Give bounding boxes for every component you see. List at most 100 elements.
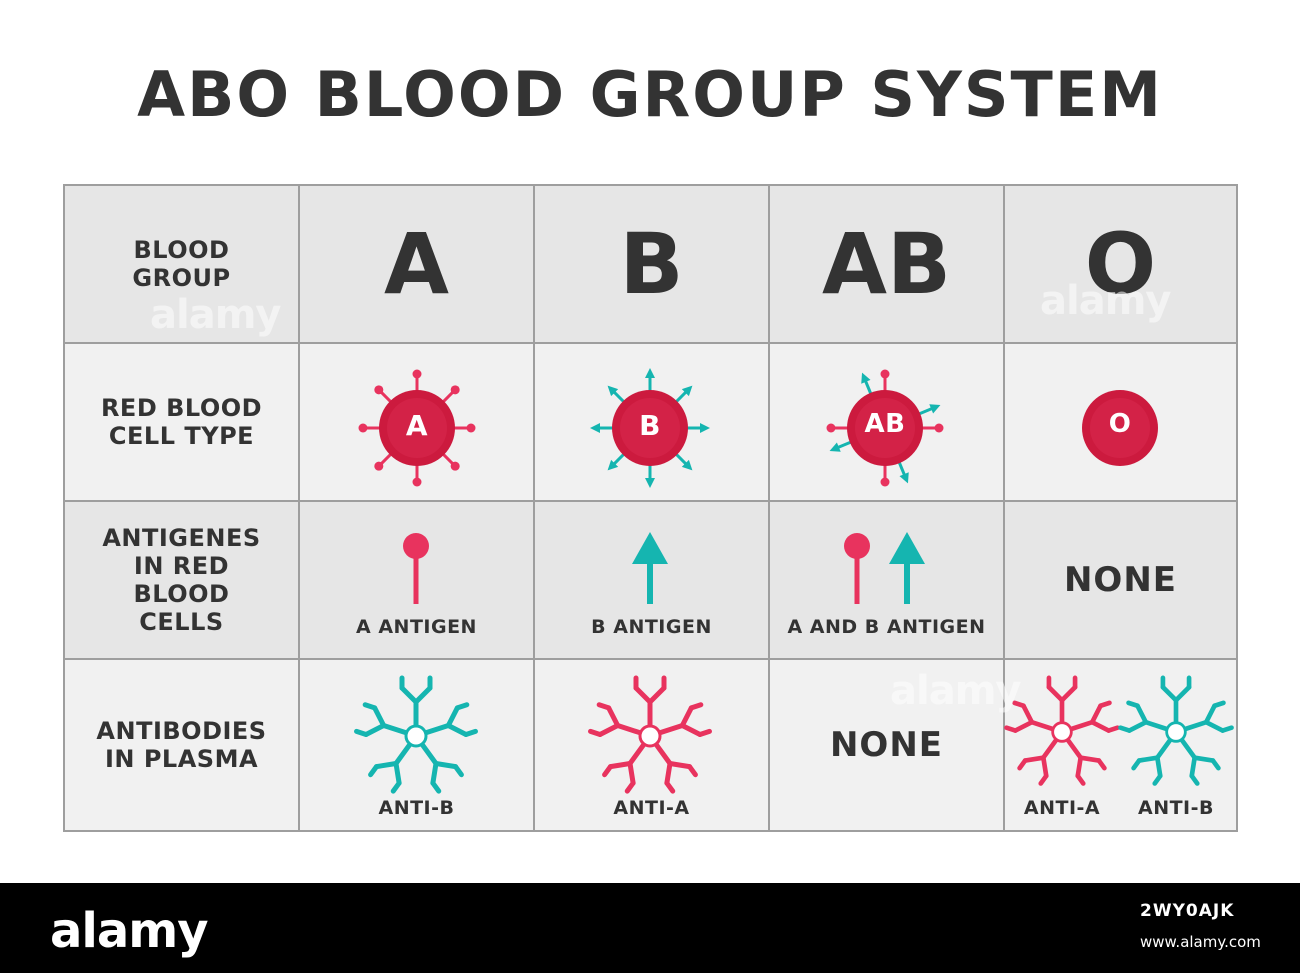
antibody-fork [679, 705, 694, 728]
antibody-arm [423, 722, 451, 736]
a-antigen-knob [450, 385, 460, 395]
watermark-text: alamy [150, 292, 281, 338]
antibody-tip [1017, 758, 1028, 771]
b-antigen-head [700, 423, 710, 433]
antibody-tip [390, 780, 402, 794]
antibody-tip [1038, 773, 1049, 786]
a-antigen-knob [412, 477, 422, 487]
antibody-center [1051, 721, 1073, 743]
antibody-center [404, 724, 428, 748]
antibody-fork [1059, 684, 1078, 703]
cell-center [387, 398, 447, 458]
antibody-tip [1096, 758, 1107, 771]
watermark-text: alamy [1040, 278, 1171, 324]
footer-bar: alamy 2WY0AJK www.alamy.com [0, 883, 1300, 973]
antibody-fork [1135, 703, 1149, 725]
antibody-fork [413, 685, 433, 705]
antibody-fork [633, 685, 653, 705]
table-cell [63, 342, 300, 502]
red-blood-cell-ab-icon [826, 369, 944, 487]
group-heading-ab: AB [821, 215, 952, 313]
group-heading-b: B [619, 215, 684, 313]
antigen-caption-ab: A AND B ANTIGEN [787, 616, 986, 638]
antibody-fork [1022, 755, 1046, 763]
antibody-fork [1173, 684, 1192, 703]
antibody-fork [664, 761, 673, 786]
antibody-fork [597, 722, 621, 737]
antibody-tip [1212, 700, 1226, 709]
antibody-fork [1136, 755, 1160, 763]
antigen-none-o: NONE [1063, 560, 1178, 600]
antibody-arm [615, 722, 643, 736]
antibody-tip [1012, 700, 1026, 709]
table-cell [768, 184, 1005, 344]
antibody-tip [664, 780, 676, 794]
antibody-fork [1089, 719, 1111, 733]
antibody-fork [679, 722, 703, 737]
antibody-fork [445, 722, 469, 737]
a-antigen-icon [844, 533, 870, 604]
red-blood-cell-a-icon [358, 369, 476, 487]
antibody-fork [1021, 703, 1035, 725]
b-antigen-head [645, 368, 655, 378]
antibody-fork [433, 761, 459, 770]
antibody-tip [1004, 725, 1018, 733]
antibody-tip [1098, 700, 1112, 709]
antibody-tip [1118, 725, 1132, 733]
antibody-arm [381, 722, 409, 736]
b-antigen-stem [917, 406, 934, 416]
image-id: 2WY0AJK [1140, 901, 1235, 921]
antibody-arm [1029, 719, 1056, 732]
antibody-none-ab: NONE [829, 725, 944, 765]
antibody-fork [393, 761, 402, 786]
antibody-tip [1131, 758, 1142, 771]
antibody-caption-b: ANTI-A [613, 797, 690, 819]
a-antigen-knob [450, 461, 460, 471]
antibody-tip [1106, 725, 1120, 733]
cell-center [1090, 398, 1150, 458]
b-antigen-head [645, 478, 655, 488]
antibody-tip [697, 728, 712, 737]
footer-logo: alamy [50, 903, 209, 959]
antigen-knob [403, 533, 429, 559]
antibody-fork [606, 705, 621, 728]
row-label-cell-type: RED BLOOD CELL TYPE [100, 394, 263, 450]
antibody-tip [368, 764, 379, 778]
antibody-tip [1210, 758, 1221, 771]
b-antigen-stem [863, 379, 873, 396]
watermark-text: alamy [890, 668, 1021, 714]
antibody-arm [1155, 737, 1173, 761]
anti-a-antibody-icon [588, 675, 712, 794]
a-antigen-knob [358, 423, 368, 433]
a-antigen-stem [379, 452, 393, 466]
a-antigen-stem [379, 390, 393, 404]
antibody-tip [1075, 773, 1086, 786]
a-antigen-knob [880, 477, 890, 487]
antibody-tip [430, 780, 442, 794]
antigen-arrow-head [632, 532, 668, 564]
antibody-fork [1203, 719, 1225, 733]
red-blood-cell-b-icon [590, 368, 710, 488]
antibody-arm [657, 722, 685, 736]
antigen-caption-b: B ANTIGEN [591, 616, 712, 638]
antibody-fork [1203, 703, 1217, 725]
antibody-tip [1126, 700, 1140, 709]
antibody-arm [627, 741, 647, 767]
antibody-arm [1143, 719, 1170, 732]
antibody-fork [372, 705, 387, 728]
antibody-center [638, 724, 662, 748]
b-antigen-head [929, 404, 941, 414]
antibody-tip [596, 702, 612, 711]
b-antigen-stem [612, 452, 626, 466]
anti-b-antibody-icon [354, 675, 478, 794]
b-antigen-stem [836, 440, 853, 450]
antibody-caption-o-2: ANTI-B [1137, 797, 1214, 819]
b-antigen-arrow-icon [632, 532, 668, 604]
row-label-antigens: ANTIGENES IN RED BLOOD CELLS [102, 524, 261, 636]
antibody-fork [1127, 719, 1149, 733]
b-antigen-stem [674, 390, 688, 404]
footer-url: www.alamy.com [1140, 933, 1261, 951]
antibody-caption-o-1: ANTI-A [1023, 797, 1101, 819]
b-antigen-stem [674, 452, 688, 466]
